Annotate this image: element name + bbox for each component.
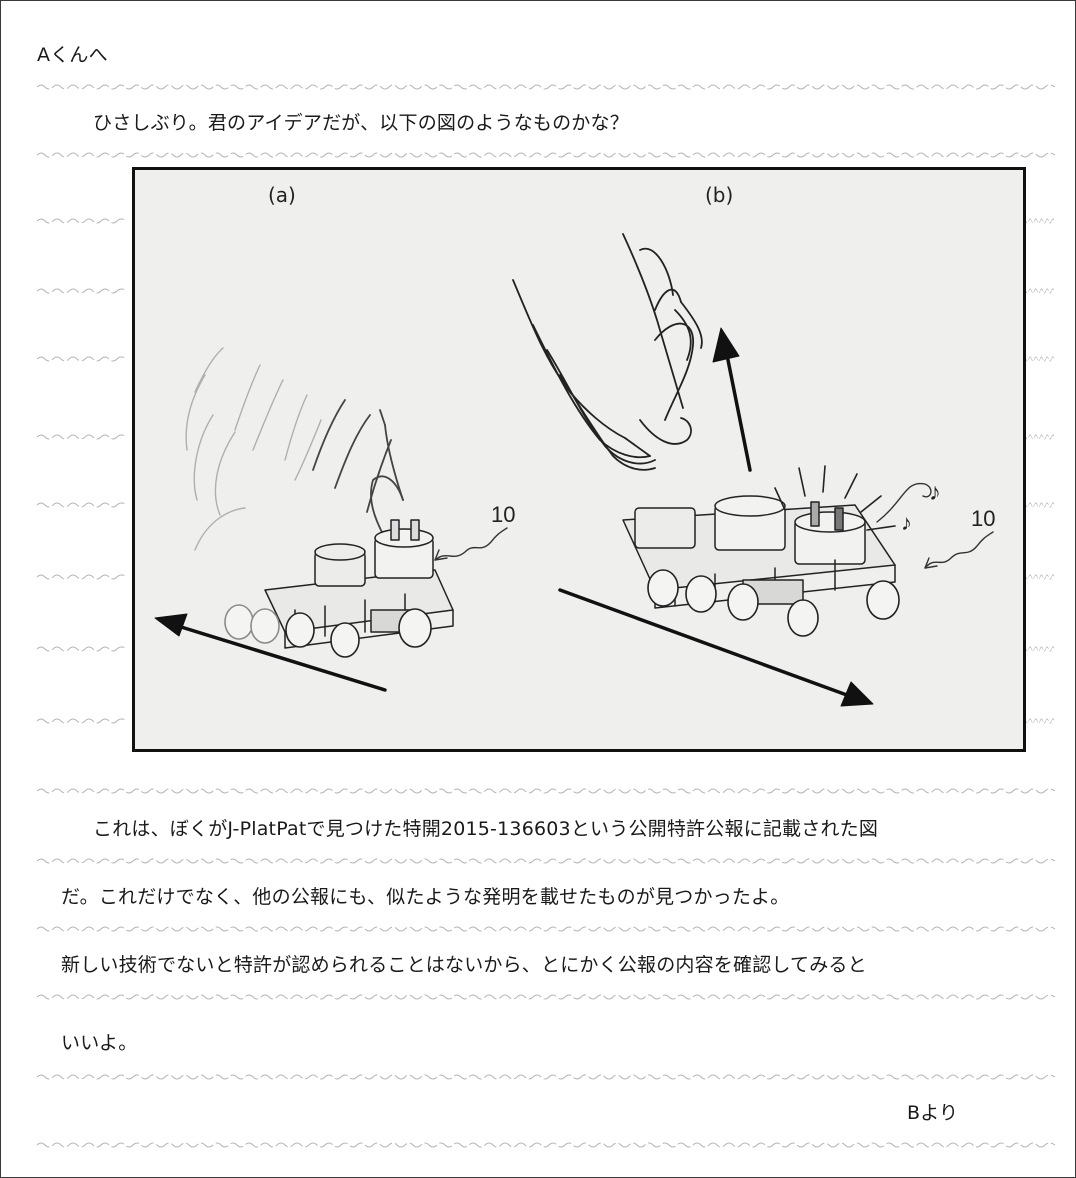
- ruled-line-segment: [1023, 574, 1055, 580]
- ruled-line: [37, 994, 1055, 1000]
- ruled-line-segment: [37, 434, 127, 440]
- ruled-line-segment: [37, 718, 127, 724]
- ruled-line: [37, 926, 1055, 932]
- ruled-line: [37, 1142, 1055, 1148]
- signature: Bより: [907, 1102, 959, 1124]
- ruled-line-segment: [37, 218, 127, 224]
- panel-a-drawing: [154, 347, 508, 692]
- salutation: Aくんへ: [37, 44, 108, 66]
- panel-b-drawing: [512, 233, 994, 707]
- ruled-line-segment: [37, 356, 127, 362]
- paragraph-2-line-1: これは、ぼくがJ-PlatPatで見つけた特開2015-136603という公開特…: [93, 818, 879, 840]
- ruled-line: [37, 788, 1055, 794]
- ruled-line-segment: [37, 574, 127, 580]
- ruled-line-segment: [1023, 288, 1055, 294]
- paragraph-2-line-2: だ。これだけでなく、他の公報にも、似たような発明を載せたものが見つかったよ。: [61, 886, 790, 908]
- reference-number-b: 10: [971, 506, 995, 531]
- paragraph-1: ひさしぶり。君のアイデアだが、以下の図のようなものかな？: [93, 112, 629, 134]
- ruled-line: [37, 858, 1055, 864]
- ruled-line-segment: [1023, 718, 1055, 724]
- patent-figure: (a) (b): [132, 167, 1026, 752]
- ruled-line-segment: [1023, 356, 1055, 362]
- music-note-2: ♪: [901, 510, 912, 535]
- ruled-line-segment: [1023, 646, 1055, 652]
- panel-b-label: (b): [705, 183, 733, 207]
- ruled-line-segment: [1023, 218, 1055, 224]
- ruled-line-segment: [37, 646, 127, 652]
- ruled-line: [37, 84, 1055, 90]
- paragraph-2-line-4: いいよ。: [61, 1032, 138, 1054]
- ruled-line-segment: [37, 288, 127, 294]
- music-note-1: ♪: [929, 479, 941, 506]
- reference-number-a: 10: [491, 502, 515, 527]
- ruled-line-segment: [1023, 502, 1055, 508]
- ruled-line-segment: [1023, 434, 1055, 440]
- ruled-line-segment: [37, 502, 127, 508]
- ruled-line: [37, 1074, 1055, 1080]
- ruled-line: [37, 152, 1055, 158]
- paragraph-2-line-3: 新しい技術でないと特許が認められることはないから、とにかく公報の内容を確認してみ…: [61, 954, 867, 976]
- panel-a-label: (a): [268, 183, 296, 207]
